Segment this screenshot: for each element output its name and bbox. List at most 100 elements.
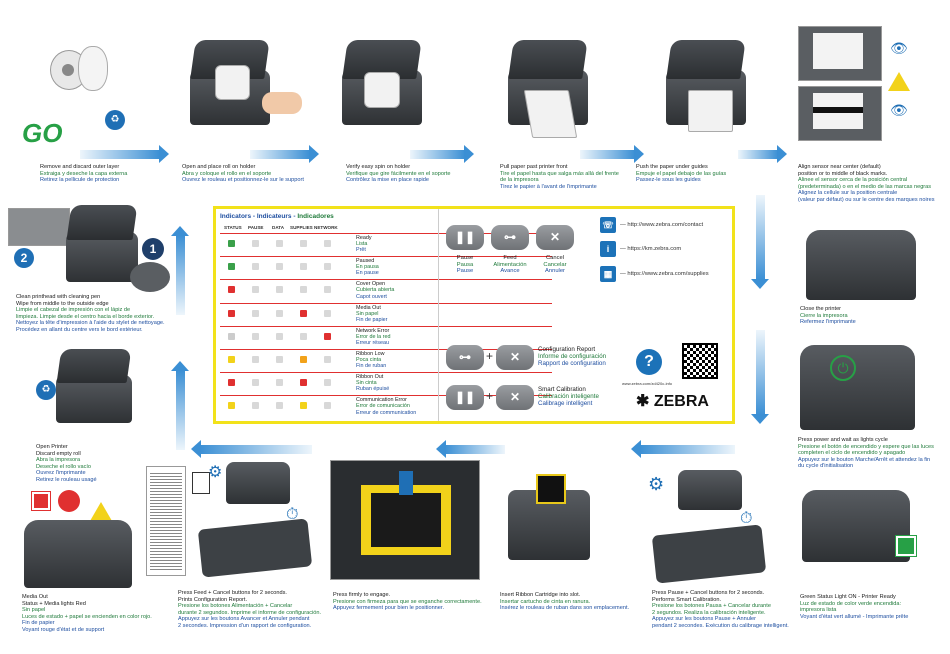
indicator-light bbox=[276, 379, 283, 387]
flow-arrow bbox=[751, 195, 769, 289]
indicator-light bbox=[228, 379, 235, 387]
sensor-closeup-bottom bbox=[798, 86, 882, 141]
header-data: DATA bbox=[272, 225, 285, 230]
printer-ribbon-insert-illustration bbox=[508, 474, 590, 560]
button-panel-hand-illustration bbox=[651, 524, 767, 584]
header-supplies: SUPPLIES bbox=[290, 225, 313, 230]
flow-arrow bbox=[191, 440, 312, 458]
indicator-light bbox=[300, 379, 307, 387]
hand-illustration bbox=[262, 92, 302, 114]
cancel-button[interactable]: ✕ bbox=[496, 345, 534, 370]
feed-button[interactable]: ⊶ bbox=[446, 345, 484, 370]
indicators-title: Indicators - Indicateurs - Indicadores bbox=[220, 213, 334, 220]
indicator-light bbox=[276, 263, 283, 271]
printer-guides-illustration bbox=[666, 39, 746, 132]
media-light-red-icon bbox=[58, 490, 80, 512]
timer-icon: ⏱ bbox=[740, 510, 753, 527]
printer-calibrate-illustration bbox=[678, 470, 742, 510]
indicator-light bbox=[300, 240, 307, 247]
indicator-light bbox=[300, 356, 307, 363]
indicator-light bbox=[252, 263, 259, 271]
flow-arrow bbox=[580, 145, 644, 163]
plus-sign: + bbox=[486, 389, 494, 403]
cancel-button[interactable]: ✕ bbox=[496, 385, 534, 410]
qr-code[interactable] bbox=[682, 343, 718, 379]
warning-icon bbox=[90, 502, 112, 521]
eye-icon: 👁 bbox=[890, 40, 908, 56]
contact-icon: ☏ bbox=[600, 217, 616, 233]
indicator-light bbox=[228, 263, 235, 271]
info-url[interactable]: www.zebra.com/zd420c-info bbox=[622, 381, 673, 386]
header-status: STATUS bbox=[224, 225, 242, 230]
header-network: NETWORK bbox=[314, 225, 338, 230]
feed-button[interactable]: ⊶ bbox=[491, 225, 529, 250]
indicator-light bbox=[252, 379, 259, 387]
indicator-light bbox=[324, 379, 331, 387]
printer-open-illustration bbox=[190, 39, 270, 125]
indicator-light bbox=[252, 332, 259, 340]
flow-arrow bbox=[171, 226, 189, 315]
help-icon: ? bbox=[636, 349, 662, 375]
indicator-light bbox=[324, 309, 331, 317]
cancel-button[interactable]: ✕ bbox=[536, 225, 574, 250]
sensor-closeup-top bbox=[798, 26, 882, 81]
step-number-1: 1 bbox=[142, 238, 164, 260]
indicator-light bbox=[228, 309, 235, 317]
status-light-red-icon bbox=[31, 491, 51, 511]
zebra-head-icon: ✱ bbox=[636, 393, 650, 410]
zebra-logo: ✱ ZEBRA bbox=[636, 393, 709, 410]
printer-ready-illustration bbox=[802, 490, 910, 562]
step-config-report-caption: Press Feed + Cancel buttons for 2 second… bbox=[178, 590, 322, 629]
indicator-light bbox=[276, 240, 283, 247]
indicator-light bbox=[276, 332, 283, 340]
indicator-light bbox=[300, 263, 307, 271]
indicator-light bbox=[228, 286, 235, 294]
pause-button[interactable]: ❚❚ bbox=[446, 385, 484, 410]
indicator-light bbox=[324, 402, 331, 410]
pause-button[interactable]: ❚❚ bbox=[446, 225, 484, 250]
indicator-light bbox=[228, 402, 235, 410]
printer-config-illustration bbox=[226, 462, 290, 504]
indicator-light bbox=[252, 309, 259, 317]
indicator-light bbox=[324, 332, 331, 340]
button-panel-hand-illustration bbox=[197, 518, 313, 578]
contact-link[interactable]: — http://www.zebra.com/contact bbox=[620, 222, 704, 228]
indicator-light bbox=[300, 286, 307, 294]
media-roll-illustration bbox=[50, 42, 110, 97]
indicator-light bbox=[300, 332, 307, 340]
indicator-light bbox=[276, 402, 283, 410]
supplies-link[interactable]: — https://www.zebra.com/supplies bbox=[620, 271, 709, 277]
flow-arrow bbox=[738, 145, 787, 163]
printer-closed-illustration bbox=[806, 230, 916, 300]
indicator-light bbox=[228, 332, 235, 340]
indicator-light bbox=[252, 286, 259, 294]
printer-power-illustration: ⏻ bbox=[800, 345, 915, 430]
status-light-green-icon bbox=[895, 535, 917, 557]
knowledge-link[interactable]: — https://km.zebra.com bbox=[620, 246, 682, 252]
indicator-light bbox=[228, 356, 235, 363]
flow-arrow bbox=[436, 440, 505, 458]
eye-icon: 👁 bbox=[890, 102, 908, 118]
step-insert-ribbon-caption: Insert Ribbon Cartridge into slot.Insert… bbox=[500, 592, 630, 612]
